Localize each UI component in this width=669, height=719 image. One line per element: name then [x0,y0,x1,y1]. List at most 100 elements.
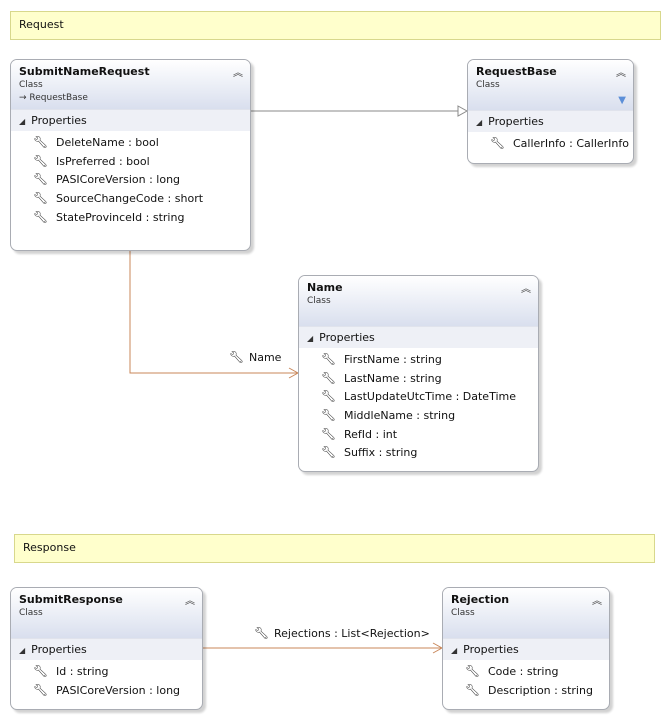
section-label: Properties [31,114,87,127]
collapse-chevron-icon[interactable]: ︽ [185,596,195,607]
rejections-association-label[interactable]: 🔧︎Rejections : List<Rejection> [254,626,430,640]
class-stereotype: Class [451,608,475,618]
section-label: Properties [31,643,87,656]
wrench-icon: 🔧︎ [229,350,245,364]
property-item[interactable]: 🔧︎ Code : string [443,662,609,681]
class-rejection[interactable]: Rejection Class ︽ ◢ Properties 🔧︎ Code : s… [442,587,610,710]
property-item[interactable]: 🔧︎IsPreferred : bool [11,152,250,171]
property-item[interactable]: 🔧︎ Id : string [11,662,202,681]
collapse-chevron-icon[interactable]: ︽ [616,68,626,79]
collapse-triangle-icon: ◢ [451,646,458,655]
property-label: Id : string [56,665,109,678]
property-item[interactable]: 🔧︎ PASICoreVersion : long [11,170,250,189]
collapse-chevron-icon[interactable]: ︽ [233,68,243,79]
class-stereotype: Class [19,608,43,618]
property-item[interactable]: 🔧︎ MiddleName : string [299,406,538,425]
property-label: DeleteName : bool [56,136,159,149]
class-request-base[interactable]: RequestBase Class ︽ ▼ ◢ Properties 🔧︎ Call… [467,59,634,164]
property-label: FirstName : string [344,353,442,366]
property-item[interactable]: 🔧︎DeleteName : bool [11,133,250,152]
collapse-triangle-icon: ◢ [19,117,26,126]
wrench-icon: 🔧︎ [465,682,481,697]
class-header: Name Class ︽ [299,276,538,326]
class-submit-response[interactable]: SubmitResponse Class ︽ ◢Properties 🔧︎ Id … [10,587,203,710]
property-item[interactable]: 🔧︎StateProvinceId : string [11,208,250,227]
class-name: Rejection [451,593,510,606]
property-item[interactable]: 🔧︎ PASICoreVersion : long [11,681,202,700]
property-item[interactable]: 🔧︎ RefId : int [299,425,538,444]
section-label: Properties [319,331,375,344]
property-label: StateProvinceId : string [56,210,185,224]
property-label: MiddleName : string [344,409,456,423]
class-name-entity[interactable]: Name Class ︽ ◢Properties 🔧︎FirstName : s… [298,275,539,472]
wrench-icon: 🔧︎ [33,153,49,168]
properties-section-header[interactable]: ◢ Properties [468,110,633,132]
section-label: Properties [463,643,519,656]
class-header: Rejection Class ︽ [443,588,609,638]
class-header: RequestBase Class ︽ ▼ [468,60,633,110]
base-class-name: RequestBase [29,93,88,103]
name-association-label[interactable]: 🔧︎ Name [229,350,281,364]
class-name: SubmitNameRequest [19,65,150,78]
wrench-icon: 🔧︎ [321,370,337,385]
class-name: RequestBase [476,65,557,78]
properties-section-header[interactable]: ◢ Properties [443,638,609,660]
property-label: Description : string [488,683,593,697]
property-item[interactable]: 🔧︎ SourceChangeCode : short [11,189,250,208]
properties-section-header[interactable]: ◢ Properties [11,109,250,131]
property-label: Code : string [488,665,559,678]
filter-icon[interactable]: ▼ [618,95,626,106]
note-request-text: Request [19,18,64,31]
property-label: PASICoreVersion : long [56,173,181,187]
property-label: PASICoreVersion : long [56,683,181,697]
class-stereotype: Class [19,80,43,90]
association-label-text: Name [249,351,282,364]
property-list: 🔧︎ Code : string 🔧︎ Description : string [443,660,609,704]
property-item[interactable]: 🔧︎ LastUpdateUtcTime : DateTime [299,387,538,406]
collapse-triangle-icon: ◢ [307,334,314,343]
class-stereotype: Class [307,296,331,306]
section-label: Properties [488,115,544,128]
wrench-icon: 🔧︎ [321,389,337,404]
property-list: 🔧︎ Id : string 🔧︎ PASICoreVersion : long [11,660,202,704]
note-response[interactable]: Response [14,534,655,563]
property-item[interactable]: 🔧︎FirstName : string [299,350,538,369]
properties-section-header[interactable]: ◢ Properties [299,326,538,348]
name-association-line [129,251,297,374]
class-submit-name-request[interactable]: SubmitNameRequest Class → RequestBase ︽ … [10,59,251,251]
wrench-icon: 🔧︎ [321,408,337,423]
property-item[interactable]: 🔧︎ CallerInfo : CallerInfo [468,134,633,153]
wrench-icon: 🔧︎ [465,664,481,678]
inheritance-label: → RequestBase [19,93,242,103]
collapse-chevron-icon[interactable]: ︽ [521,284,531,295]
wrench-icon: 🔧︎ [33,682,49,697]
property-list: 🔧︎FirstName : string 🔧︎LastName : string… [299,348,538,467]
collapse-chevron-icon[interactable]: ︽ [592,596,602,607]
note-response-text: Response [23,541,76,554]
class-name: SubmitResponse [19,593,123,606]
wrench-icon: 🔧︎ [33,664,49,678]
wrench-icon: 🔧︎ [490,136,506,150]
class-header: SubmitResponse Class ︽ [11,588,202,638]
wrench-icon: 🔧︎ [321,445,337,460]
wrench-icon: 🔧︎ [33,191,49,206]
inheritance-arrowhead [457,105,469,117]
class-stereotype: Class [476,80,500,90]
property-item[interactable]: 🔧︎LastName : string [299,369,538,388]
wrench-icon: 🔧︎ [33,172,49,187]
property-label: SourceChangeCode : short [56,192,204,206]
collapse-triangle-icon: ◢ [476,118,483,127]
note-request[interactable]: Request [10,11,661,40]
wrench-icon: 🔧︎ [321,426,337,441]
property-label: LastUpdateUtcTime : DateTime [344,390,516,404]
property-item[interactable]: 🔧︎Suffix : string [299,443,538,462]
property-list: 🔧︎DeleteName : bool 🔧︎IsPreferred : bool… [11,131,250,231]
wrench-icon: 🔧︎ [254,626,270,640]
class-name: Name [307,281,343,294]
property-label: CallerInfo : CallerInfo [513,137,629,150]
property-list: 🔧︎ CallerInfo : CallerInfo [468,132,633,158]
arrow-right-icon: → [19,93,30,103]
property-label: RefId : int [344,427,398,441]
property-item[interactable]: 🔧︎ Description : string [443,681,609,700]
properties-section-header[interactable]: ◢Properties [11,638,202,660]
